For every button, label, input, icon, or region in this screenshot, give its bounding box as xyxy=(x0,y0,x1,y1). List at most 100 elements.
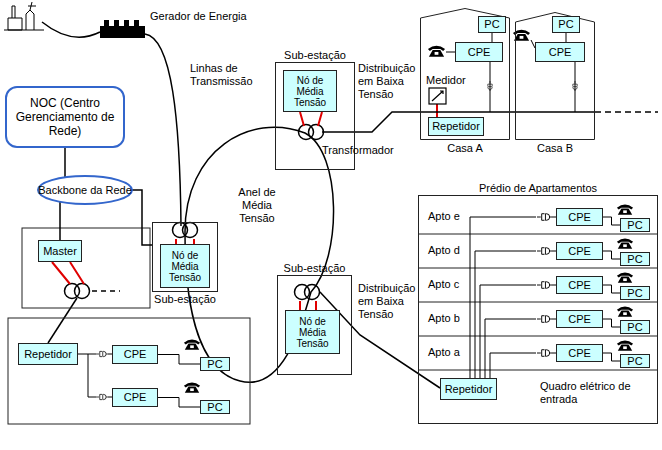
annotation-label: Quadro elétrico de entrada xyxy=(540,380,644,406)
node-label: PC xyxy=(627,253,642,266)
node-heading: Sub-estação xyxy=(154,293,216,305)
pc-box: PC xyxy=(478,16,506,33)
annotation-label: Distribuição em Baixa Tensão xyxy=(358,62,420,101)
phones xyxy=(184,30,633,393)
connector xyxy=(603,251,620,259)
node-label: Nó de Média Tensão xyxy=(163,250,207,283)
master-housing xyxy=(22,228,150,308)
pc-box: PC xyxy=(200,400,230,414)
mv-node-box: Nó de Média Tensão xyxy=(285,310,340,354)
pc-box: PC xyxy=(620,354,650,368)
node-label: PC xyxy=(484,18,499,31)
repeater-box: Repetidor xyxy=(428,117,484,136)
noc-box: NOC (Centro Gerenciamento de Rede) xyxy=(5,86,125,148)
building-rows xyxy=(418,234,658,370)
annotation-label: Gerador de Energia xyxy=(150,10,247,23)
annotation-label: Apto b xyxy=(428,312,460,325)
connector xyxy=(132,190,152,245)
connector xyxy=(65,148,66,177)
pc-box: PC xyxy=(200,357,230,371)
building-plugs xyxy=(96,214,552,400)
annotation-label: Distribuição em Baixa Tensão xyxy=(358,282,420,321)
connector xyxy=(603,285,620,293)
master-box: Master xyxy=(38,240,82,262)
annotation-label: Linhas de Transmissão xyxy=(190,62,270,88)
node-label: NOC (Centro Gerenciamento de Rede) xyxy=(11,96,119,138)
connector xyxy=(603,353,620,361)
plugs xyxy=(488,81,577,91)
repeater-box: Repetidor xyxy=(18,343,78,365)
connector xyxy=(158,398,200,408)
cpe-box: CPE xyxy=(556,344,603,362)
pc-box: PC xyxy=(552,16,580,33)
generator xyxy=(100,20,145,38)
node-label: CPE xyxy=(568,211,591,224)
node-label: PC xyxy=(627,355,642,368)
node-label: PC xyxy=(627,321,642,334)
cpe-box: CPE xyxy=(556,310,603,328)
node-label: Nó de Média Tensão xyxy=(286,75,334,108)
cpe-box: CPE xyxy=(535,42,585,62)
node-label: PC xyxy=(627,287,642,300)
cpe-box: CPE xyxy=(556,242,603,260)
repeater-box: Repetidor xyxy=(440,378,497,400)
node-label: CPE xyxy=(468,46,491,59)
pc-box: PC xyxy=(620,286,650,300)
node-heading: Casa B xyxy=(537,142,573,154)
backbone-ellipse: Backbone da Rede xyxy=(37,175,133,205)
node-heading: Sub-estação xyxy=(284,49,346,61)
node-label: CPE xyxy=(568,245,591,258)
pc-box: PC xyxy=(620,252,650,266)
mv-node-box: Nó de Média Tensão xyxy=(160,244,210,288)
mv-node-box: Nó de Média Tensão xyxy=(283,70,337,112)
node-label: PC xyxy=(558,18,573,31)
node-label: Repetidor xyxy=(445,383,493,396)
node-label: PC xyxy=(207,401,222,414)
connector xyxy=(158,355,200,365)
annotation-label: Transformador xyxy=(322,144,394,157)
node-label: Nó de Média Tensão xyxy=(288,316,337,349)
node-label: PC xyxy=(207,358,222,371)
pc-box: PC xyxy=(620,218,650,232)
node-label: CPE xyxy=(568,279,591,292)
connector xyxy=(566,33,567,42)
node-label: Repetidor xyxy=(24,348,72,361)
building-risers xyxy=(78,217,556,397)
power-plant xyxy=(4,2,44,30)
annotation-label: Apto d xyxy=(428,244,460,257)
connector xyxy=(603,217,620,225)
low-voltage-lines xyxy=(48,112,658,388)
cpe-box: CPE xyxy=(556,276,603,294)
cpe-box: CPE xyxy=(112,388,158,407)
substation-box: Sub-estaçãoNó de Média Tensão xyxy=(277,275,352,375)
node-label: CPE xyxy=(568,347,591,360)
annotation-label: Anel de Média Tensão xyxy=(224,186,290,225)
node-heading: Casa A xyxy=(447,142,482,154)
neighbourhood-box xyxy=(8,318,250,424)
meter xyxy=(429,88,446,104)
node-label: CPE xyxy=(549,46,572,59)
connector xyxy=(603,319,620,327)
annotation-label: Apto a xyxy=(428,346,460,359)
cpe-box: CPE xyxy=(556,208,603,226)
node-label: CPE xyxy=(568,313,591,326)
annotation-label: Medidor xyxy=(426,74,466,87)
cpe-box: CPE xyxy=(112,345,158,364)
node-label: CPE xyxy=(124,348,147,361)
annotation-label: Apto c xyxy=(428,278,459,291)
node-label: PC xyxy=(627,219,642,232)
node-heading: Sub-estação xyxy=(284,262,346,274)
node-label: CPE xyxy=(124,391,147,404)
house: Casa BPCCPE xyxy=(515,12,595,140)
pc-box: PC xyxy=(620,320,650,334)
cpe-box: CPE xyxy=(455,42,503,62)
node-heading: Prédio de Apartamentos xyxy=(479,182,597,194)
substation-box: Sub-estaçãoNó de Média Tensão xyxy=(152,222,218,292)
annotation-label: Apto e xyxy=(428,210,460,223)
node-label: Repetidor xyxy=(432,120,480,133)
node-label: Master xyxy=(43,245,77,258)
connector xyxy=(492,33,493,42)
node-label: Backbone da Rede xyxy=(38,184,132,196)
connector xyxy=(60,202,61,240)
